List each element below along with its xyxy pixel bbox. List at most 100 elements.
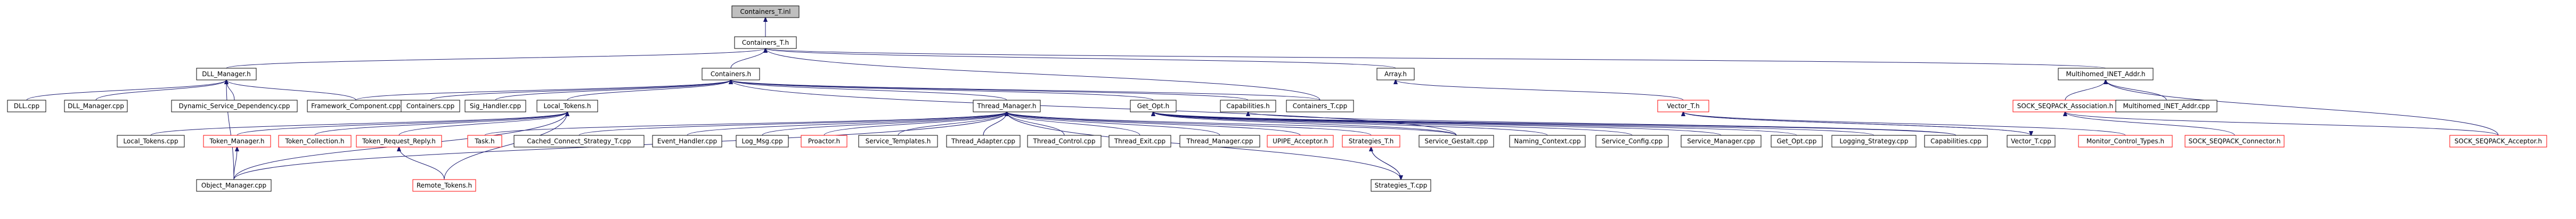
node-get-opt-cpp[interactable]: Get_Opt.cpp — [1771, 135, 1823, 148]
node-framework-component-cpp[interactable]: Framework_Component.cpp — [307, 100, 405, 112]
node-task-h[interactable]: Task.h — [467, 135, 502, 148]
node-label: Capabilities.cpp — [1930, 137, 1982, 145]
node-service-gestalt-cpp[interactable]: Service_Gestalt.cpp — [1419, 135, 1494, 148]
node-vector-t-h[interactable]: Vector_T.h — [1657, 100, 1709, 112]
edge-dll-cpp-to-dll-manager-h — [26, 80, 226, 101]
node-thread-manager-h[interactable]: Thread_Manager.h — [973, 100, 1041, 112]
node-box — [1681, 135, 1762, 148]
node-strategies-t-cpp[interactable]: Strategies_T.cpp — [1371, 179, 1431, 192]
node-containers-cpp[interactable]: Containers.cpp — [401, 100, 460, 112]
node-service-manager-cpp[interactable]: Service_Manager.cpp — [1681, 135, 1762, 148]
node-box — [1130, 100, 1177, 112]
node-label: Multihomed_INET_Addr.h — [2066, 70, 2146, 78]
edge-service-config-cpp-to-get-opt-h — [1153, 112, 1633, 136]
node-box — [356, 135, 442, 148]
node-logging-strategy-cpp[interactable]: Logging_Strategy.cpp — [1831, 135, 1917, 148]
edge-capabilities-h-to-containers-h — [731, 80, 1249, 101]
node-thread-adapter-cpp[interactable]: Thread_Adapter.cpp — [946, 135, 1021, 148]
node-label: SOCK_SEQPACK_Association.h — [2017, 102, 2113, 110]
node-get-opt-h[interactable]: Get_Opt.h — [1130, 100, 1177, 112]
node-label: Dynamic_Service_Dependency.cpp — [179, 102, 290, 110]
node-thread-exit-cpp[interactable]: Thread_Exit.cpp — [1108, 135, 1171, 148]
node-box — [1376, 68, 1415, 80]
node-token-collection-h[interactable]: Token_Collection.h — [278, 135, 352, 148]
node-box — [858, 135, 938, 148]
edge-thread-exit-cpp-to-thread-manager-h — [1007, 112, 1140, 136]
node-log-msg-cpp[interactable]: Log_Msg.cpp — [736, 135, 789, 148]
edge-vector-t-h-to-vector-t-cpp — [1683, 111, 2031, 135]
node-label: Object_Manager.cpp — [201, 182, 266, 189]
node-containers-h[interactable]: Containers.h — [702, 68, 760, 80]
node-local-tokens-h[interactable]: Local_Tokens.h — [536, 100, 598, 112]
node-dll-cpp[interactable]: DLL.cpp — [7, 100, 46, 112]
node-service-templates-h[interactable]: Service_Templates.h — [858, 135, 938, 148]
edge-token-request-reply-h-to-local-tokens-h — [398, 112, 567, 136]
edge-multihomed-inet-addr-cpp-to-multihomed-inet-addr-h — [2106, 80, 2167, 101]
node-proactor-h[interactable]: Proactor.h — [801, 135, 847, 148]
node-multihomed-inet-addr-cpp[interactable]: Multihomed_INET_Addr.cpp — [2115, 100, 2218, 112]
node-sig-handler-cpp[interactable]: Sig_Handler.cpp — [464, 100, 526, 112]
node-sock-seqpack-association-h[interactable]: SOCK_SEQPACK_Association.h — [2012, 100, 2118, 112]
node-label: Multihomed_INET_Addr.cpp — [2123, 102, 2210, 110]
node-naming-context-cpp[interactable]: Naming_Context.cpp — [1509, 135, 1586, 148]
node-box — [64, 100, 128, 112]
node-uipipe-acceptor-h[interactable]: UPIPE_Acceptor.h — [1267, 135, 1334, 148]
node-sock-seqpack-connector-h[interactable]: SOCK_SEQPACK_Connector.h — [2184, 135, 2285, 148]
node-label: Token_Manager.h — [209, 137, 264, 145]
edge-get-opt-h-to-containers-h — [731, 80, 1154, 101]
node-event-handler-cpp[interactable]: Event_Handler.cpp — [652, 135, 722, 148]
node-box — [2115, 100, 2218, 112]
node-object-manager-cpp[interactable]: Object_Manager.cpp — [196, 179, 272, 192]
node-vector-t-cpp[interactable]: Vector_T.cpp — [2007, 135, 2056, 148]
node-array-h[interactable]: Array.h — [1376, 68, 1415, 80]
node-box — [1342, 135, 1400, 148]
node-strategies-t-h[interactable]: Strategies_T.h — [1342, 135, 1400, 148]
edge-thread-control-cpp-to-thread-manager-h — [1007, 112, 1065, 136]
node-containers-t-h[interactable]: Containers_T.h — [734, 36, 797, 49]
node-label: Strategies_T.h — [1349, 137, 1394, 145]
edge-thread-manager-cpp-to-thread-manager-h — [1007, 112, 1220, 136]
node-box — [1027, 135, 1102, 148]
node-service-config-cpp[interactable]: Service_Config.cpp — [1595, 135, 1669, 148]
node-box — [2184, 135, 2285, 148]
node-dynamic-service-dependency-cpp[interactable]: Dynamic_Service_Dependency.cpp — [171, 100, 298, 112]
node-sock-seqpack-acceptor-h[interactable]: SOCK_SEQPACK_Acceptor.h — [2449, 135, 2547, 148]
node-box — [1419, 135, 1494, 148]
edge-strategies-t-h-to-thread-manager-h — [1007, 112, 1372, 136]
node-box — [117, 135, 185, 148]
node-monitor-control-types-h[interactable]: Monitor_Control_Types.h — [2078, 135, 2173, 148]
edge-object-manager-cpp-to-token-manager-h — [233, 147, 237, 180]
node-label: Containers_T.h — [742, 39, 789, 46]
edge-local-tokens-h-to-containers-h — [567, 80, 731, 101]
node-dll-manager-cpp[interactable]: DLL_Manager.cpp — [64, 100, 128, 112]
edge-local-tokens-cpp-to-local-tokens-h — [150, 112, 567, 136]
edge-dll-manager-cpp-to-dll-manager-h — [95, 80, 226, 101]
node-local-tokens-cpp[interactable]: Local_Tokens.cpp — [117, 135, 185, 148]
node-thread-manager-cpp[interactable]: Thread_Manager.cpp — [1179, 135, 1260, 148]
node-multihomed-inet-addr-h[interactable]: Multihomed_INET_Addr.h — [2058, 68, 2154, 80]
node-token-manager-h[interactable]: Token_Manager.h — [203, 135, 271, 148]
node-cached-connect-strategy-t-cpp[interactable]: Cached_Connect_Strategy_T.cpp — [513, 135, 645, 148]
edge-token-collection-h-to-local-tokens-h — [314, 112, 567, 136]
node-containers-t-inl[interactable]: Containers_T.inl — [731, 5, 800, 18]
edge-cached-connect-strategy-t-cpp-to-thread-manager-h — [578, 112, 1007, 136]
node-capabilities-h[interactable]: Capabilities.h — [1220, 100, 1276, 112]
node-remote-tokens-h[interactable]: Remote_Tokens.h — [412, 179, 476, 192]
node-dll-manager-h[interactable]: DLL_Manager.h — [196, 68, 257, 80]
node-token-request-reply-h[interactable]: Token_Request_Reply.h — [356, 135, 442, 148]
node-box — [1220, 100, 1276, 112]
node-box — [2078, 135, 2173, 148]
edge-task-h-to-thread-manager-h — [484, 112, 1007, 136]
edge-sock-seqpack-connector-h-to-sock-seqpack-association-h — [2065, 112, 2235, 136]
node-box — [1509, 135, 1586, 148]
node-thread-control-cpp[interactable]: Thread_Control.cpp — [1027, 135, 1102, 148]
node-box — [652, 135, 722, 148]
node-box — [1595, 135, 1669, 148]
node-label: UPIPE_Acceptor.h — [1273, 137, 1328, 145]
node-box — [1286, 100, 1354, 112]
node-label: Service_Templates.h — [866, 137, 931, 145]
node-capabilities-cpp[interactable]: Capabilities.cpp — [1924, 135, 1988, 148]
node-label: Log_Msg.cpp — [741, 137, 782, 145]
node-containers-t-cpp[interactable]: Containers_T.cpp — [1286, 100, 1354, 112]
node-label: Local_Tokens.cpp — [123, 137, 178, 145]
